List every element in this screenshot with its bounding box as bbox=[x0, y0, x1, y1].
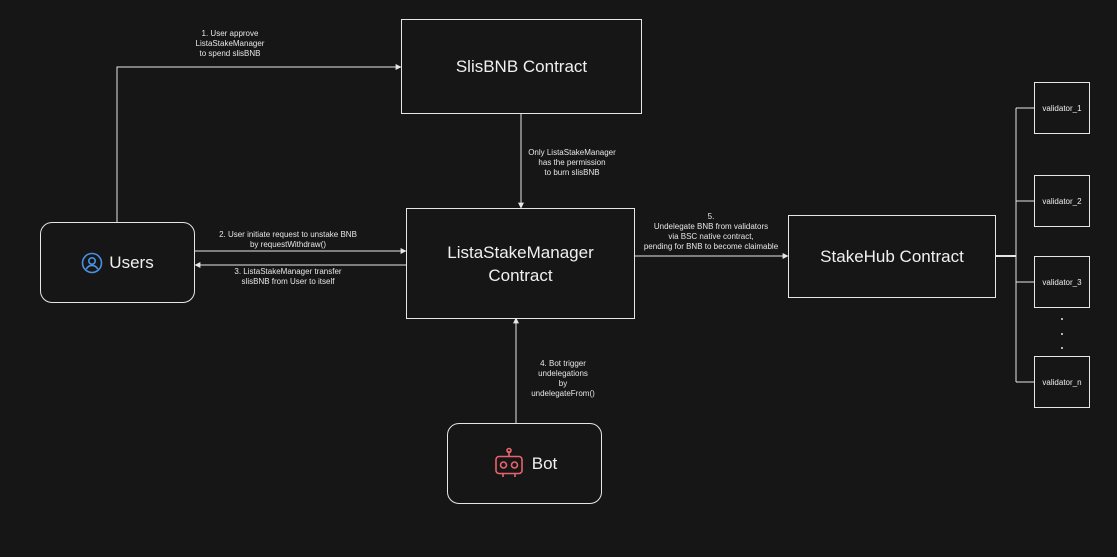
step5-note-line: pending for BNB to become claimable bbox=[643, 242, 779, 251]
bot-box: Bot bbox=[447, 423, 602, 504]
arrow-users-to-slisbnb bbox=[116, 64, 402, 222]
step3-note-line: slisBNB from User to itself bbox=[241, 277, 335, 286]
lista-stake-manager-box: ListaStakeManager Contract bbox=[406, 208, 635, 319]
lista-stake-manager-title-line-2: Contract bbox=[488, 265, 553, 285]
robot-icon bbox=[492, 447, 526, 481]
users-label: Users bbox=[109, 252, 154, 272]
validator-label-1: validator_1 bbox=[1042, 103, 1082, 113]
slisbnb-contract-box: SlisBNB Contract bbox=[401, 19, 642, 114]
step1-note-line: to spend slisBNB bbox=[199, 49, 261, 58]
ellipsis-dot-3 bbox=[1061, 347, 1063, 349]
validator-label-2: validator_2 bbox=[1042, 196, 1082, 206]
bot-actor: Bot bbox=[492, 447, 558, 481]
step5-note: 5. Undelegate BNB from validators via BS… bbox=[631, 212, 791, 252]
ellipsis-dot-2 bbox=[1061, 333, 1063, 335]
step2-note-line: by requestWithdraw() bbox=[249, 240, 327, 249]
step5-note-line: via BSC native contract, bbox=[668, 232, 754, 241]
lista-stake-manager-title-line-1: ListaStakeManager bbox=[447, 242, 594, 262]
step4-note-line: undelegateFrom() bbox=[531, 389, 595, 398]
users-box: Users bbox=[40, 222, 195, 303]
stakehub-contract-title: StakeHub Contract bbox=[820, 247, 964, 266]
step2-note-line: 2. User initiate request to unstake BNB bbox=[219, 230, 357, 239]
validator-box-1: validator_1 bbox=[1034, 82, 1090, 134]
permission-note-line: Only ListaStakeManager bbox=[528, 148, 616, 157]
ellipsis-dot-1 bbox=[1061, 318, 1063, 320]
stakehub-contract-box: StakeHub Contract bbox=[788, 215, 996, 298]
step3-note: 3. ListaStakeManager transfer slisBNB fr… bbox=[218, 267, 358, 287]
step4-note-line: 4. Bot trigger bbox=[540, 359, 586, 368]
step3-note-line: 3. ListaStakeManager transfer bbox=[234, 267, 342, 276]
step5-note-line: 5. bbox=[707, 212, 715, 221]
step1-note-line: ListaStakeManager bbox=[195, 39, 265, 48]
validator-box-n: validator_n bbox=[1034, 356, 1090, 408]
slisbnb-contract-title: SlisBNB Contract bbox=[455, 57, 588, 76]
step2-note: 2. User initiate request to unstake BNB … bbox=[208, 230, 368, 250]
step1-note-line: 1. User approve bbox=[201, 29, 259, 38]
step4-note-line: undelegations bbox=[538, 369, 588, 378]
bot-label: Bot bbox=[531, 453, 558, 473]
permission-note: Only ListaStakeManager has the permissio… bbox=[512, 148, 632, 178]
user-circle-icon bbox=[81, 252, 103, 274]
permission-note-line: to burn slisBNB bbox=[544, 168, 600, 177]
step4-note-line: by bbox=[558, 379, 568, 388]
step4-note: 4. Bot trigger undelegations by undelega… bbox=[508, 359, 618, 399]
users-actor: Users bbox=[81, 252, 154, 274]
validator-box-2: validator_2 bbox=[1034, 175, 1090, 227]
step1-note: 1. User approve ListaStakeManager to spe… bbox=[170, 29, 290, 59]
validator-label-3: validator_3 bbox=[1042, 277, 1082, 287]
step5-note-line: Undelegate BNB from validators bbox=[653, 222, 769, 231]
lista-stake-manager-title: ListaStakeManager Contract bbox=[447, 241, 593, 287]
validator-box-3: validator_3 bbox=[1034, 256, 1090, 308]
validator-label-n: validator_n bbox=[1042, 377, 1082, 387]
permission-note-line: has the permission bbox=[538, 158, 606, 167]
